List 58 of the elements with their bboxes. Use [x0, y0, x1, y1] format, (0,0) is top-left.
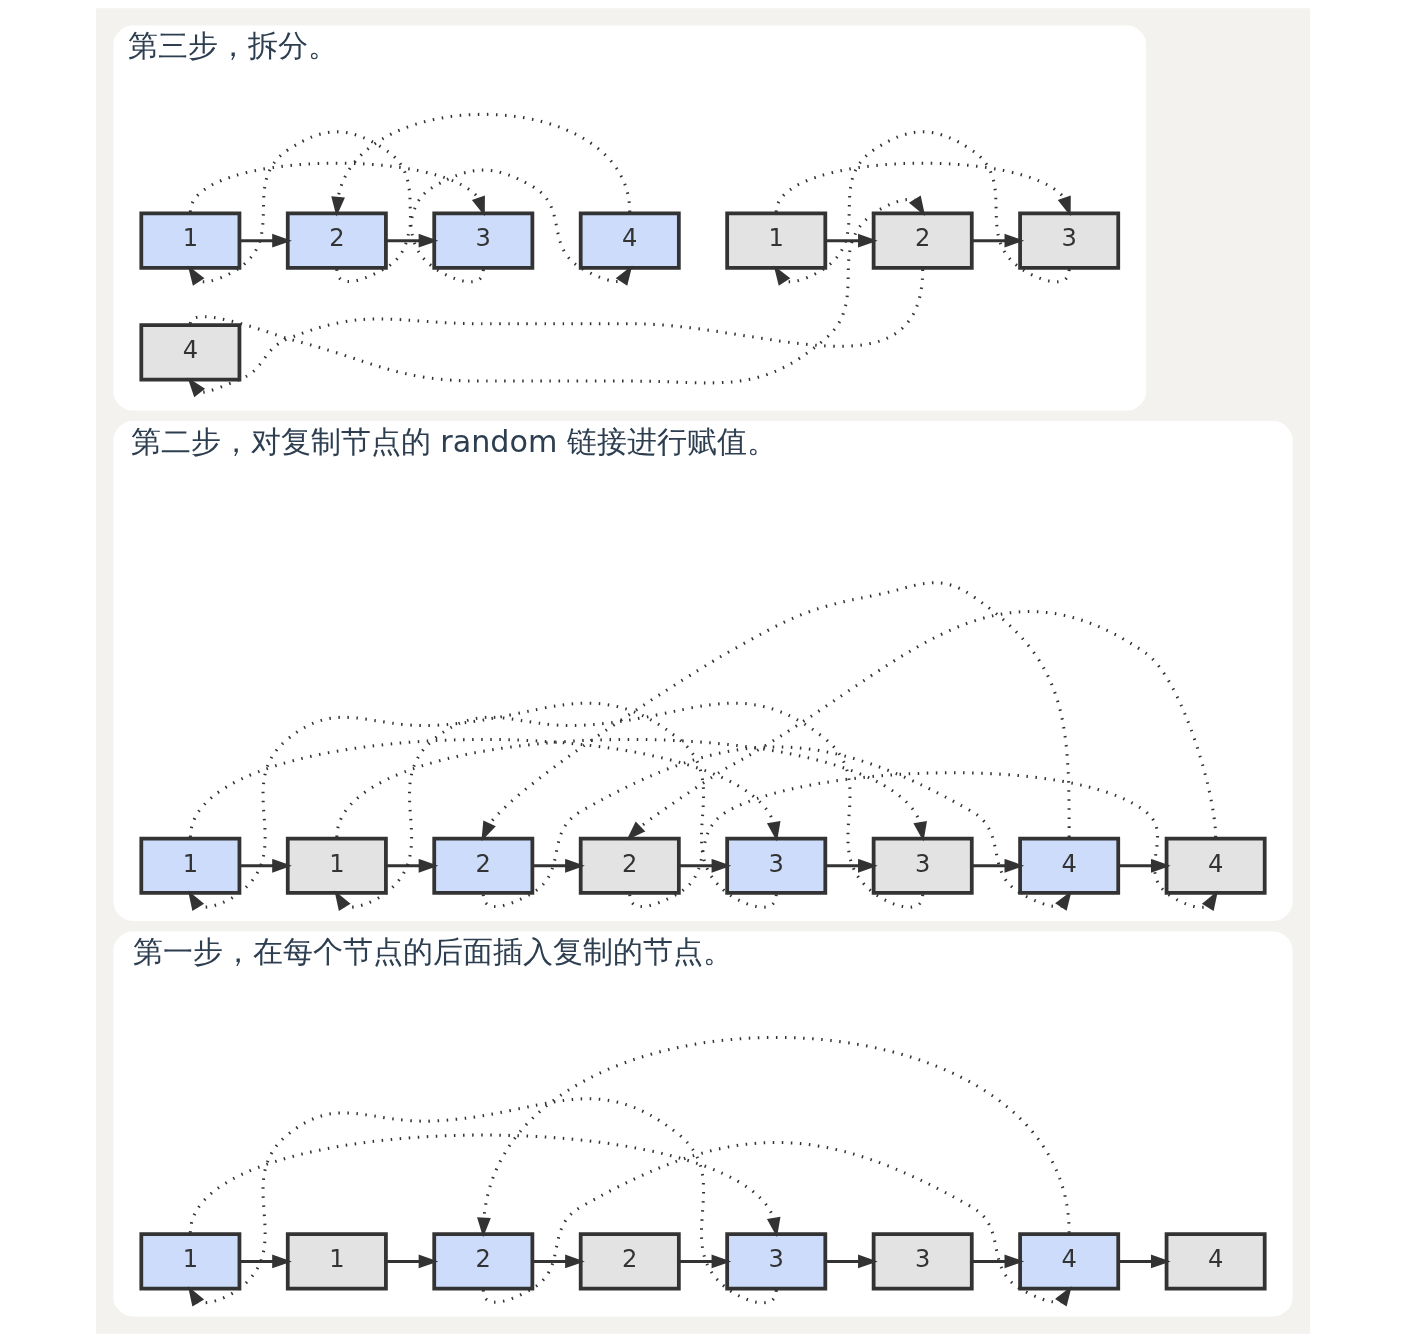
arrow [1118, 1254, 1171, 1269]
arrow [386, 1254, 439, 1269]
arrow [825, 858, 878, 873]
arrow [1118, 858, 1171, 873]
arrow [971, 233, 1025, 248]
arrow [628, 771, 1218, 911]
arrow [679, 1254, 732, 1269]
node-box: 3 [871, 1232, 974, 1291]
node-box: 2 [578, 1232, 681, 1291]
arrow [532, 1254, 585, 1269]
node-box: 2 [578, 836, 681, 895]
node-box: 2 [432, 1232, 535, 1291]
node-box: 1 [139, 1232, 242, 1291]
arrow [188, 161, 485, 217]
arrow [481, 581, 1071, 842]
arrow [477, 1036, 1071, 1238]
arrow [331, 113, 632, 217]
node-box: 1 [285, 1232, 388, 1291]
arrow [971, 858, 1025, 873]
node-box: 3 [1018, 211, 1121, 270]
node-box: 3 [725, 836, 828, 895]
node-box: 2 [871, 211, 974, 270]
node-box: 4 [1164, 1232, 1267, 1291]
node-box: 1 [285, 836, 388, 895]
arrow [386, 858, 439, 873]
arrow [481, 1141, 1072, 1307]
arrow [481, 745, 1072, 911]
arrow [335, 168, 633, 286]
arrow [187, 269, 925, 398]
node-box: 4 [578, 211, 681, 270]
node-box: 1 [725, 211, 828, 270]
arrow [971, 1254, 1025, 1269]
arrow [825, 233, 878, 248]
node-box: 4 [139, 323, 242, 382]
arrow [239, 1254, 292, 1269]
node-box: 1 [139, 211, 242, 270]
node-box: 2 [432, 836, 535, 895]
arrow [774, 161, 1071, 217]
arrow [188, 701, 778, 911]
arrow [679, 858, 732, 873]
arrow [188, 1133, 781, 1238]
node-box: 2 [285, 211, 388, 270]
arrow [386, 233, 439, 248]
node-box: 3 [725, 1232, 828, 1291]
node-box: 4 [1018, 836, 1121, 895]
arrow [188, 738, 781, 842]
node-box: 4 [1018, 1232, 1121, 1291]
node-box: 4 [1164, 836, 1267, 895]
arrow [239, 858, 292, 873]
node-box: 3 [871, 836, 974, 895]
arrow [532, 858, 585, 873]
arrow [626, 610, 1218, 841]
arrow [825, 1254, 878, 1269]
node-box: 1 [139, 836, 242, 895]
node-box: 3 [432, 211, 535, 270]
arrow [335, 738, 927, 842]
arrow [189, 195, 926, 385]
arrow [239, 233, 292, 248]
